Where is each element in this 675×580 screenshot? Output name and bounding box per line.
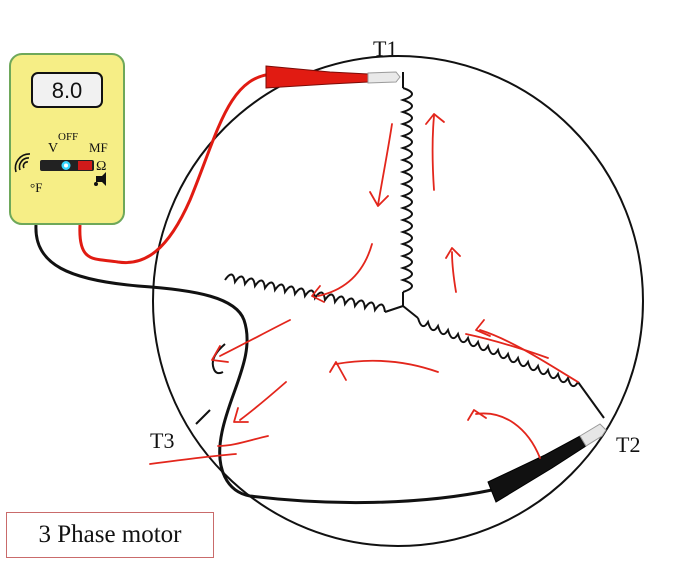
black-test-lead <box>34 224 493 505</box>
meter-display-value: 8.0 <box>52 78 83 103</box>
meter-display <box>31 72 103 108</box>
selector-dial[interactable] <box>40 160 94 171</box>
dial-label-mf: MF <box>89 140 108 155</box>
flow-arrow <box>239 381 287 421</box>
winding-t2 <box>402 305 605 419</box>
wireless-icon <box>14 153 31 173</box>
dial-label-fahrenheit: °F <box>30 180 42 195</box>
red-probe[interactable] <box>265 65 401 89</box>
flow-arrow <box>329 361 347 381</box>
motor-housing-circle <box>152 55 644 547</box>
flow-arrow <box>465 333 549 359</box>
flow-arrow <box>149 453 237 465</box>
flow-arrow <box>377 123 393 206</box>
terminal-label-t2: T2 <box>616 432 640 457</box>
flow-arrow <box>217 435 269 447</box>
flow-arrow <box>369 191 389 207</box>
flow-arrow <box>311 285 325 303</box>
flow-arrow <box>479 329 579 383</box>
dial-label-v: V <box>48 141 58 156</box>
multimeter[interactable]: 8.0 V OFF MF Ω °F <box>9 53 125 225</box>
winding-t1 <box>399 72 413 306</box>
flow-arrow <box>475 319 491 337</box>
flow-arrow <box>425 113 445 125</box>
terminal-label-t1: T1 <box>373 36 397 61</box>
red-test-lead <box>78 72 273 265</box>
dial-label-off: OFF <box>58 131 78 143</box>
continuity-icon <box>94 172 106 186</box>
flow-arrow <box>219 319 291 357</box>
winding-t3 <box>195 273 404 425</box>
flow-arrow <box>475 412 541 459</box>
flow-arrow <box>233 407 249 423</box>
flow-arrow <box>431 115 435 191</box>
black-probe[interactable] <box>487 423 607 503</box>
flow-arrow <box>335 359 439 373</box>
flow-arrow <box>317 243 373 297</box>
current-flow-annotations <box>149 113 579 465</box>
diagram-caption: 3 Phase motor <box>6 512 214 558</box>
dial-label-ohm: Ω <box>96 159 106 174</box>
flow-arrow <box>445 247 461 259</box>
terminal-label-t3: T3 <box>150 428 174 453</box>
flow-arrow <box>451 251 457 293</box>
flow-arrow <box>467 409 487 421</box>
flow-arrow <box>211 345 229 363</box>
